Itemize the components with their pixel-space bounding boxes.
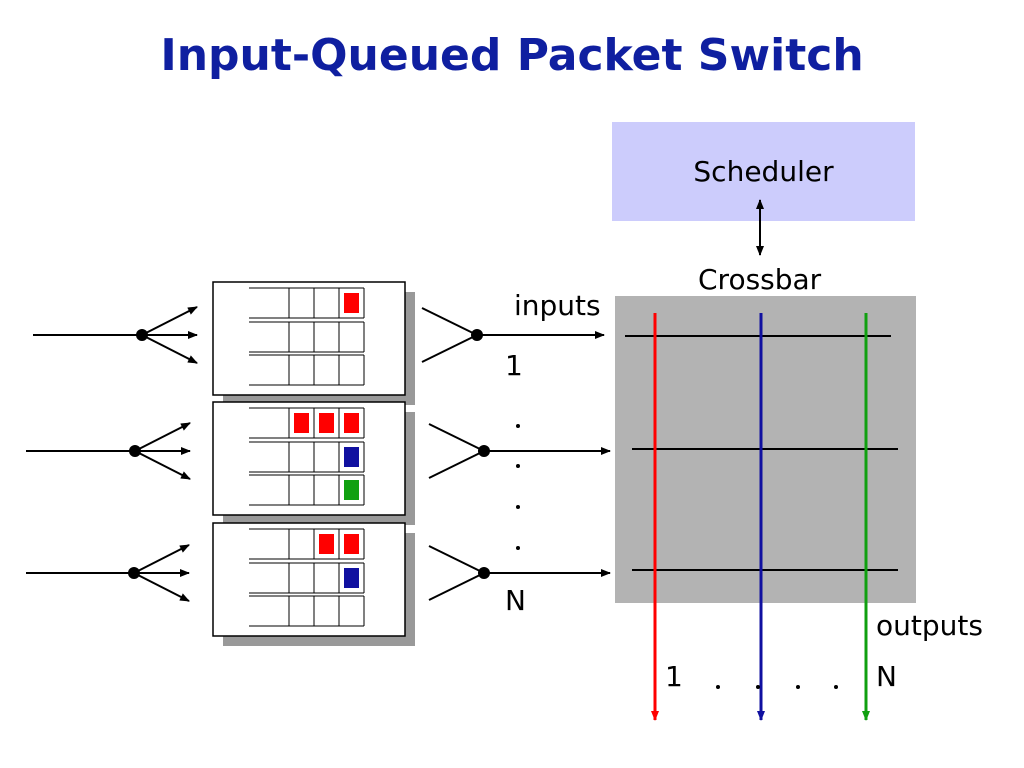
packet-red xyxy=(319,413,334,433)
scheduler-label: Scheduler xyxy=(693,155,834,188)
demux-arrow xyxy=(134,450,191,480)
packet-red xyxy=(344,534,359,554)
input-ellipsis-dot xyxy=(516,505,520,509)
demux-arrow xyxy=(141,306,198,336)
output-ellipsis-dot xyxy=(756,685,760,689)
demux-arrow xyxy=(133,544,190,574)
input-ellipsis-dot xyxy=(516,424,520,428)
input-ellipsis-dot xyxy=(516,546,520,550)
input-first-label: 1 xyxy=(505,349,523,382)
crossbar-label: Crossbar xyxy=(698,263,822,296)
mux-line xyxy=(428,545,485,574)
packet-blue xyxy=(344,447,359,467)
packet-red xyxy=(344,293,359,313)
output-last-label: N xyxy=(876,660,897,693)
input-ellipsis-dot xyxy=(516,464,520,468)
mux-line xyxy=(428,450,485,479)
packet-blue xyxy=(344,568,359,588)
mux-line xyxy=(421,307,478,336)
packet-red xyxy=(319,534,334,554)
output-ellipsis-dot xyxy=(796,685,800,689)
port-buffer-box xyxy=(212,281,406,396)
output-first-label: 1 xyxy=(665,660,683,693)
packet-green xyxy=(344,480,359,500)
demux-arrow xyxy=(133,572,190,602)
mux-line xyxy=(428,423,485,452)
input-ports xyxy=(26,281,611,646)
outputs-label: outputs xyxy=(876,609,983,642)
port-buffer-box xyxy=(212,522,406,637)
output-ellipsis-dot xyxy=(716,685,720,689)
mux-line xyxy=(421,334,478,363)
input-last-label: N xyxy=(505,584,526,617)
demux-arrow xyxy=(134,422,191,452)
packet-red xyxy=(294,413,309,433)
packet-red xyxy=(344,413,359,433)
output-ellipsis-dot xyxy=(834,685,838,689)
inputs-label: inputs xyxy=(514,289,601,322)
demux-arrow xyxy=(141,334,198,364)
page-title: Input-Queued Packet Switch xyxy=(160,30,864,81)
mux-line xyxy=(428,572,485,601)
